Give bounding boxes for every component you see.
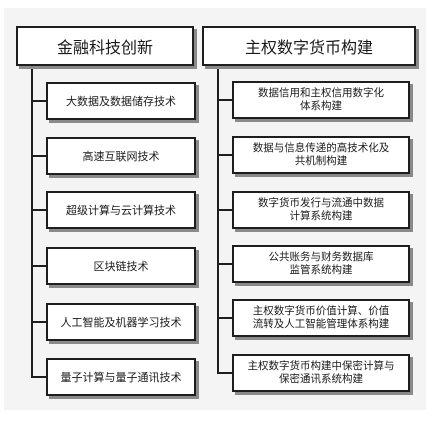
left-item-box: 大数据及数据储存技术 — [46, 82, 196, 120]
left-item-box: 超级计算与云计算技术 — [46, 191, 196, 229]
left-item-label: 人工智能及机器学习技术 — [60, 316, 182, 329]
left-item-label: 区块链技术 — [93, 260, 149, 273]
left-item-label: 量子计算与量子通讯技术 — [60, 371, 182, 384]
right-item-label: 公共账务与财务数据库 监管系统构建 — [268, 251, 374, 276]
right-item-label: 主权数字货币价值计算、价值 流转及人工智能管理体系构建 — [252, 305, 390, 330]
right-header-box: 主权数字货币构建 — [202, 26, 416, 66]
right-item-box: 数据与信息传递的高技术化及 共机制构建 — [232, 136, 410, 174]
left-item-box: 人工智能及机器学习技术 — [46, 303, 196, 341]
left-header-box: 金融科技创新 — [16, 26, 194, 66]
right-item-label: 数据与信息传递的高技术化及 共机制构建 — [252, 142, 390, 167]
right-item-box: 公共账务与财务数据库 监管系统构建 — [232, 245, 410, 283]
left-item-box: 区块链技术 — [46, 247, 196, 285]
right-item-label: 数字货币发行与流通中数据 计算系统构建 — [258, 197, 384, 222]
right-item-box: 主权数字货币构建中保密计算与 保密通讯系统构建 — [232, 354, 410, 392]
left-header-title: 金融科技创新 — [56, 38, 153, 57]
right-item-label: 主权数字货币构建中保密计算与 保密通讯系统构建 — [247, 360, 395, 385]
right-item-box: 主权数字货币价值计算、价值 流转及人工智能管理体系构建 — [232, 299, 410, 337]
right-item-box: 数据信用和主权信用数字化 体系构建 — [232, 81, 410, 119]
right-header-title: 主权数字货币构建 — [244, 38, 373, 57]
right-item-box: 数字货币发行与流通中数据 计算系统构建 — [232, 191, 410, 229]
left-item-box: 高速互联网技术 — [46, 137, 196, 175]
left-item-label: 大数据及数据储存技术 — [66, 95, 176, 108]
right-item-label: 数据信用和主权信用数字化 体系构建 — [258, 87, 384, 112]
left-item-label: 高速互联网技术 — [82, 150, 160, 163]
left-item-label: 超级计算与云计算技术 — [66, 204, 176, 217]
left-item-box: 量子计算与量子通讯技术 — [46, 358, 196, 396]
